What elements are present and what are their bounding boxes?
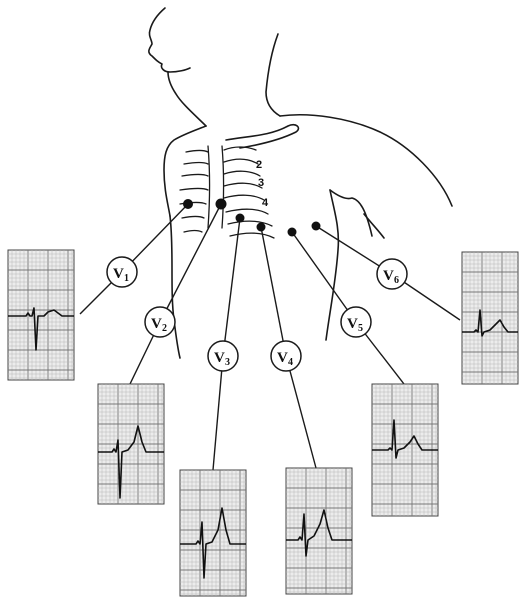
electrode-v4	[257, 223, 266, 232]
lead-label-v5-sub: 5	[358, 323, 363, 334]
connector-v3-strip	[213, 356, 223, 470]
lead-label-v3: V 3	[208, 341, 238, 371]
connector-v4	[261, 227, 286, 356]
connector-v4-strip	[286, 356, 316, 468]
neck-back	[266, 34, 280, 116]
lead-label-v1: V 1	[107, 257, 137, 287]
ecg-strip-v1	[8, 250, 74, 380]
shoulder-right	[280, 115, 452, 206]
connector-v3	[223, 218, 240, 356]
rib-right-3	[224, 171, 260, 176]
electrode-v2	[216, 199, 227, 210]
ecg-strip-v2	[98, 384, 164, 504]
armpit-line	[330, 190, 372, 236]
lead-label-v1-sub: 1	[124, 273, 129, 284]
rib-right-8	[230, 233, 274, 238]
torso-right-side	[326, 190, 338, 340]
sternum-left-edge	[208, 146, 210, 228]
electrode-v6	[312, 222, 321, 231]
rib-left-3	[182, 175, 208, 177]
rib-number-3: 3	[258, 177, 264, 189]
rib-right-2	[224, 159, 258, 164]
lead-label-v5: V 5	[341, 307, 371, 337]
lead-label-v6-letter: V	[383, 268, 394, 284]
rib-right-6	[226, 209, 268, 214]
lead-label-v6-sub: 6	[394, 275, 399, 286]
body-outline	[149, 8, 452, 358]
lead-label-v5-letter: V	[347, 316, 358, 332]
lead-label-v4-letter: V	[277, 350, 288, 366]
ecg-strip-v3	[180, 470, 246, 596]
lead-label-v4-sub: 4	[288, 357, 293, 368]
rib-number-4: 4	[262, 197, 269, 209]
electrode-v1	[183, 199, 193, 209]
lead-label-v2: V 2	[145, 307, 175, 337]
lead-label-v6: V 6	[377, 259, 407, 289]
arm-inner-line	[364, 214, 384, 238]
electrode-v5	[288, 228, 297, 237]
rib-left-6	[182, 217, 204, 219]
rib-right-7	[228, 221, 272, 226]
ecg-strip-v4	[286, 468, 352, 594]
electrode-v3	[236, 214, 245, 223]
rib-left-4	[180, 189, 208, 191]
face-profile	[149, 8, 190, 72]
rib-right-5	[224, 195, 264, 200]
lead-label-v4: V 4	[271, 341, 301, 371]
lead-label-v3-letter: V	[214, 350, 225, 366]
rib-number-2: 2	[256, 159, 262, 171]
clavicle-right	[226, 125, 298, 148]
sternum-right-edge	[222, 146, 224, 228]
lead-label-v2-sub: 2	[162, 323, 167, 334]
rib-left-7	[184, 231, 202, 233]
rib-left-1	[186, 151, 208, 153]
ecg-strip-v6	[462, 252, 518, 384]
rib-left-2	[184, 163, 208, 165]
rib-right-4	[224, 183, 262, 188]
lead-label-v2-letter: V	[151, 316, 162, 332]
lead-label-v3-sub: 3	[225, 357, 230, 368]
lead-label-v1-letter: V	[113, 266, 124, 282]
chin-neck-front	[168, 72, 206, 126]
ecg-strip-v5	[372, 384, 438, 516]
connector-v2	[160, 204, 221, 322]
